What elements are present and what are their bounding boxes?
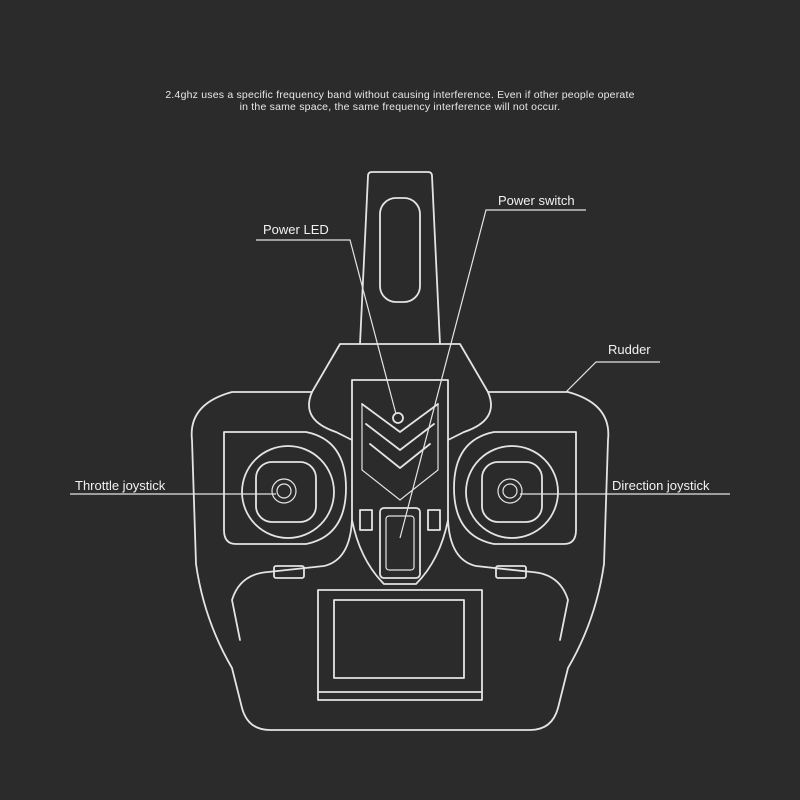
direction-joystick-housing (453, 431, 577, 545)
power-led-chevron (361, 403, 439, 501)
label-direction-joystick: Direction joystick (612, 478, 710, 493)
lcd-screen (317, 589, 483, 701)
power-switch (379, 507, 421, 579)
caption-line-1: 2.4ghz uses a specific frequency band wi… (165, 89, 635, 101)
controller-body (190, 343, 610, 731)
label-power-switch: Power switch (498, 193, 575, 208)
caption-line-2: in the same space, the same frequency in… (239, 101, 561, 113)
throttle-joystick-housing (223, 431, 347, 545)
trim-buttons (273, 509, 527, 579)
callout-lines (70, 209, 730, 539)
label-throttle-joystick: Throttle joystick (75, 478, 166, 493)
caption: 2.4ghz uses a specific frequency band wi… (0, 89, 800, 113)
power-switch-callout (399, 209, 586, 539)
power-led-callout (256, 239, 397, 415)
label-power-led: Power LED (263, 222, 329, 237)
rudder-callout (565, 361, 660, 393)
label-rudder: Rudder (608, 342, 651, 357)
antenna (359, 171, 441, 345)
